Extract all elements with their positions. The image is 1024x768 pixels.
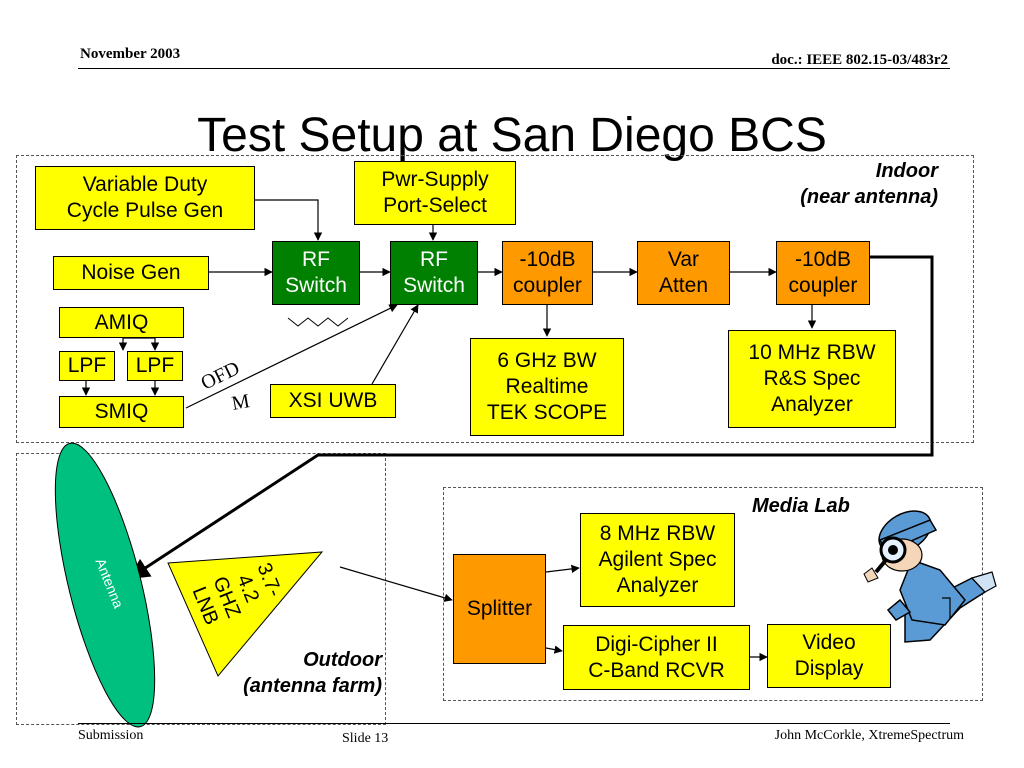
video-display-block: Video Display	[767, 624, 891, 688]
footer-submission: Submission	[78, 728, 144, 743]
coupler-2: -10dB coupler	[776, 241, 870, 305]
antenna-dish	[54, 442, 156, 728]
agilent-analyzer-block: 8 MHz RBW Agilent Spec Analyzer	[580, 513, 735, 607]
lnb-shape	[167, 551, 324, 677]
termination-zigzag	[287, 317, 349, 327]
arrow-splitter-to-agilent	[545, 564, 580, 574]
smiq-block: SMIQ	[59, 396, 184, 428]
lpf-1-block: LPF	[59, 351, 115, 381]
arrow-xsi-to-switch2	[371, 304, 419, 385]
pulse-gen-block: Variable Duty Cycle Pulse Gen	[35, 166, 255, 230]
indoor-zone	[16, 155, 974, 443]
cable-coupler2-to-antenna	[128, 255, 934, 580]
amiq-block: AMIQ	[59, 307, 184, 338]
ofdm-label-1: OFD	[198, 357, 244, 394]
pwr-supply-block: Pwr-Supply Port-Select	[354, 161, 516, 225]
var-atten-block: Var Atten	[637, 241, 730, 305]
footer-rule	[78, 723, 950, 724]
splitter-block: Splitter	[453, 554, 546, 664]
arrow-ofdm-to-switch2	[185, 304, 398, 409]
xsi-uwb-block: XSI UWB	[270, 384, 396, 418]
noise-gen-block: Noise Gen	[53, 256, 209, 290]
outdoor-label: Outdoor (antenna farm)	[243, 649, 382, 697]
footer-slide-number: Slide 13	[342, 731, 389, 746]
rs-analyzer-block: 10 MHz RBW R&S Spec Analyzer	[728, 330, 896, 428]
footer-author: John McCorkle, XtremeSpectrum	[774, 728, 964, 743]
tek-scope-block: 6 GHz BW Realtime TEK SCOPE	[470, 338, 624, 436]
outdoor-zone	[16, 453, 386, 725]
arrow-splitter-to-receiver	[545, 645, 563, 654]
slide-title: Test Setup at San Diego BCS	[197, 109, 827, 162]
arrow-amiq-to-lpf2	[123, 337, 160, 351]
rf-switch-1: RF Switch	[272, 241, 360, 305]
arrow-lnb-to-splitter	[339, 566, 453, 602]
coupler-1: -10dB coupler	[502, 241, 593, 305]
header-rule	[78, 68, 950, 69]
indoor-label: Indoor (near antenna)	[800, 160, 938, 208]
header-doc-id: doc.: IEEE 802.15-03/483r2	[771, 52, 948, 68]
arrow-pulse-to-switch1	[255, 199, 323, 241]
ofdm-label-2: M	[230, 390, 252, 415]
header-date: November 2003	[80, 46, 181, 62]
rf-switch-2: RF Switch	[390, 241, 478, 305]
detective-magnifier-icon	[863, 510, 997, 643]
media-lab-label: Media Lab	[752, 495, 850, 517]
lpf-2-block: LPF	[127, 351, 183, 381]
receiver-block: Digi-Cipher II C-Band RCVR	[563, 625, 750, 690]
